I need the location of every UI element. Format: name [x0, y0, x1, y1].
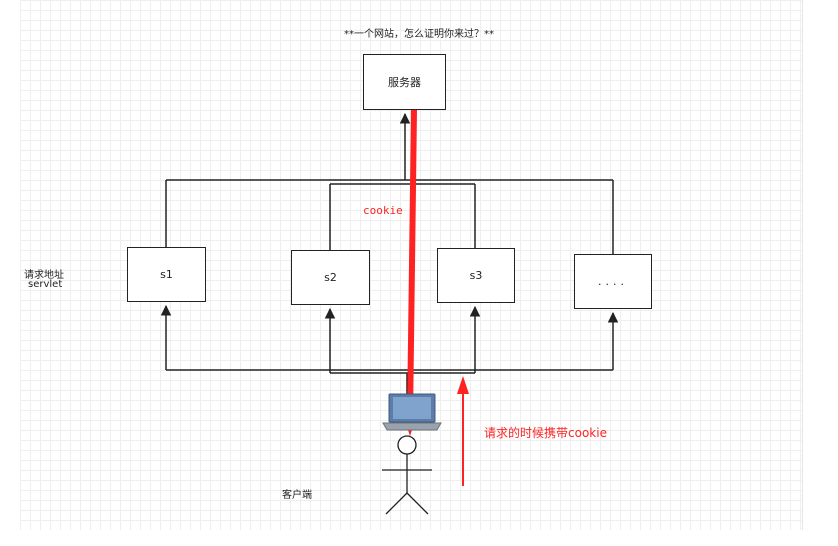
cookie-response-arrow [407, 109, 417, 419]
client-figure-icon [382, 435, 432, 515]
cookie-label: cookie [363, 204, 403, 217]
request-note-label: 请求的时候携带cookie [484, 426, 607, 440]
servlet-box-s3: s3 [437, 248, 515, 303]
diagram-title: **一个网站，怎么证明你来过？** [344, 29, 494, 40]
servlet-box-s2: s2 [291, 250, 370, 305]
side-label-servlet: servlet [28, 279, 63, 290]
cookie-request-arrowhead [457, 376, 469, 394]
servlet-box-s1: s1 [127, 247, 206, 302]
servlet-label-more: .... [598, 275, 628, 288]
server-box: 服务器 [363, 54, 446, 110]
servlet-label-s3: s3 [469, 269, 483, 282]
laptop-icon [382, 393, 442, 431]
servlet-label-s1: s1 [160, 268, 173, 281]
client-label: 客户端 [282, 490, 312, 501]
side-label-request-address: 请求地址 [24, 270, 64, 281]
server-label: 服务器 [388, 76, 421, 89]
servlet-box-more: .... [574, 254, 652, 309]
servlet-label-s2: s2 [324, 271, 337, 284]
